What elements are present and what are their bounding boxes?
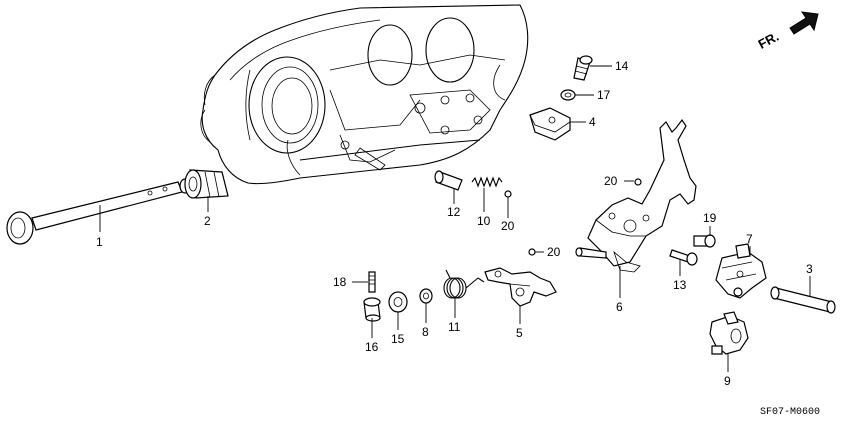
callout-20-c: 20 xyxy=(547,245,561,259)
callout-18: 18 xyxy=(333,275,347,289)
callout-12: 12 xyxy=(447,205,461,219)
part-18-pin xyxy=(368,271,376,293)
leader-lines xyxy=(99,65,811,372)
part-16-bush xyxy=(363,297,381,322)
part-17-washer xyxy=(560,89,576,101)
part-2-bushing xyxy=(184,169,229,199)
direction-label: FR. xyxy=(756,29,782,52)
callout-13: 13 xyxy=(673,278,687,292)
part-6-shift-bracket xyxy=(575,118,697,273)
part-7-shift-piece xyxy=(715,243,767,299)
part-20-ball-b xyxy=(634,178,642,186)
callout-20-a: 20 xyxy=(501,219,515,233)
part-12-sleeve xyxy=(434,170,463,191)
callout-17: 17 xyxy=(597,88,611,102)
part-4-bracket xyxy=(529,107,571,141)
part-9-shift-fork xyxy=(709,311,749,355)
callout-20-b: 20 xyxy=(604,174,618,188)
part-11-spring xyxy=(443,269,485,299)
callout-15: 15 xyxy=(391,332,405,346)
callout-19: 19 xyxy=(703,211,717,225)
transmission-case xyxy=(200,4,529,185)
callout-1: 1 xyxy=(96,235,103,249)
front-direction-indicator: FR. xyxy=(756,11,819,52)
callout-6: 6 xyxy=(616,300,623,314)
direction-arrow-icon xyxy=(789,11,819,35)
callout-7: 7 xyxy=(746,232,753,246)
part-5-lever xyxy=(484,267,557,307)
callout-16: 16 xyxy=(365,340,379,354)
callout-8: 8 xyxy=(422,325,429,339)
part-13-bolt xyxy=(669,249,698,266)
callout-10: 10 xyxy=(477,214,491,228)
part-20-ball-a xyxy=(504,190,512,198)
callout-14: 14 xyxy=(615,59,629,73)
callout-4: 4 xyxy=(589,115,596,129)
callout-9: 9 xyxy=(724,374,731,388)
callout-labels: 1 2 3 4 5 6 7 8 9 10 11 12 13 14 15 16 1… xyxy=(96,59,813,388)
callout-11: 11 xyxy=(448,320,461,334)
callout-5: 5 xyxy=(516,326,523,340)
part-3-shaft xyxy=(770,286,836,314)
part-8-washer xyxy=(419,288,433,304)
part-10-spring xyxy=(471,176,503,188)
part-20-ball-c xyxy=(528,248,536,256)
part-15-washer xyxy=(388,291,408,313)
part-14-bolt xyxy=(573,55,593,81)
callout-2: 2 xyxy=(204,214,211,228)
part-19-bolt xyxy=(693,234,716,248)
callout-3: 3 xyxy=(806,262,813,276)
diagram-code: SF07-M0600 xyxy=(760,407,820,418)
